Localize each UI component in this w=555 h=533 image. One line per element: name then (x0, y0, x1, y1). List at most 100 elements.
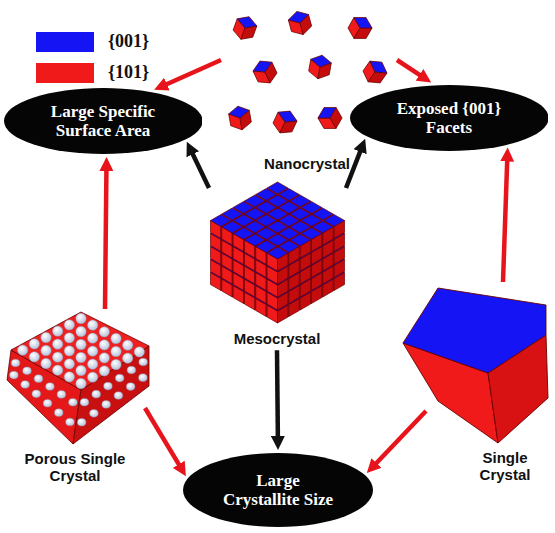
facet-001 (310, 53, 333, 68)
crystal-figure: Mesocrystal (205, 178, 350, 347)
legend-label: {101} (108, 62, 149, 83)
pore (104, 382, 113, 390)
property-label: Exposed {001} Facets (384, 99, 514, 137)
porous-crystal (7, 312, 149, 444)
pore (46, 383, 55, 391)
porous-crystal-illustration (3, 308, 153, 448)
pore (52, 339, 62, 349)
legend-label: {001} (108, 31, 149, 52)
pore (76, 326, 86, 336)
pore (87, 359, 97, 369)
crystal-label: Porous Single Crystal (19, 450, 131, 485)
pore (41, 345, 51, 355)
crystal-cube (360, 56, 391, 88)
pore (115, 374, 124, 382)
pore (32, 390, 41, 398)
pore (17, 345, 27, 355)
pore (76, 339, 86, 349)
pore (114, 392, 123, 400)
ellipse-text-box: Large Specific Surface Area (38, 102, 168, 140)
pore (139, 374, 148, 382)
crystal-figure: Single Crystal (398, 283, 552, 484)
pore (99, 353, 109, 363)
pore (29, 339, 39, 349)
property-ellipse: Exposed {001} Facets (350, 85, 549, 151)
pore (87, 372, 97, 382)
connector-arrow (503, 159, 507, 282)
ellipse-text-box: Exposed {001} Facets (384, 99, 514, 137)
pore (127, 366, 136, 374)
crystal-cube (267, 247, 288, 271)
connector-arrow (275, 350, 280, 439)
pore (41, 358, 51, 368)
pore (52, 365, 62, 375)
crystal-cube (308, 53, 333, 80)
pore (87, 346, 97, 356)
crystal-cube (250, 57, 279, 88)
crystal-cube (315, 102, 345, 133)
pore (134, 347, 144, 357)
pore (139, 358, 148, 366)
crystal-label: Single Crystal (469, 449, 541, 484)
property-label: Large Crystallite Size (223, 471, 333, 509)
pore (57, 391, 66, 399)
ellipse-shape (350, 85, 549, 151)
connector-arrow (397, 60, 422, 76)
facet-001 (267, 247, 288, 259)
crystal-label: Mesocrystal (207, 330, 347, 347)
pore (66, 418, 75, 426)
single-crystal (403, 288, 548, 443)
pore (21, 381, 30, 389)
pore (64, 359, 74, 369)
connector-arrow (164, 60, 221, 85)
pore (76, 365, 86, 375)
pore (102, 401, 111, 409)
pore (122, 353, 132, 363)
pore (111, 346, 121, 356)
pore (76, 313, 86, 323)
pore (111, 359, 121, 369)
property-ellipse: Large Specific Surface Area (4, 88, 203, 154)
ellipse-shape (4, 88, 203, 154)
pore (64, 346, 74, 356)
pore (80, 398, 89, 406)
pore (76, 352, 86, 362)
pore (54, 409, 63, 417)
connector-arrow (145, 408, 180, 467)
facet-001 (351, 12, 375, 33)
facet-001 (250, 57, 274, 77)
pore (64, 372, 74, 382)
single-crystal-illustration (398, 283, 552, 447)
crystal-figure: Nanocrystal (215, 5, 400, 172)
pore (29, 352, 39, 362)
mesocrystal-cubes (211, 182, 345, 323)
pore (87, 320, 97, 330)
pore (64, 333, 74, 343)
facet-001 (276, 107, 300, 127)
ellipse-shape (183, 453, 373, 527)
crystal-label: Nanocrystal (237, 155, 377, 172)
pore (76, 378, 86, 388)
facet-001 (403, 288, 546, 373)
legend-item: {101} (36, 62, 149, 83)
pore (99, 340, 109, 350)
pore (99, 366, 109, 376)
facet-001 (235, 13, 259, 31)
facet-001 (366, 56, 390, 78)
pore (64, 320, 74, 330)
crystal-cube (345, 12, 375, 43)
pore (92, 390, 101, 398)
facet-001 (228, 104, 251, 119)
mesocrystal-illustration (205, 178, 350, 328)
legend-swatch (36, 32, 94, 52)
pore (90, 410, 99, 418)
connector-arrow (105, 168, 106, 309)
crystal-cube (231, 13, 259, 43)
facet-001 (11, 312, 149, 390)
pore (122, 340, 132, 350)
property-label: Large Specific Surface Area (38, 102, 168, 140)
pore (87, 333, 97, 343)
pore (43, 399, 52, 407)
crystal-cube (287, 9, 313, 38)
